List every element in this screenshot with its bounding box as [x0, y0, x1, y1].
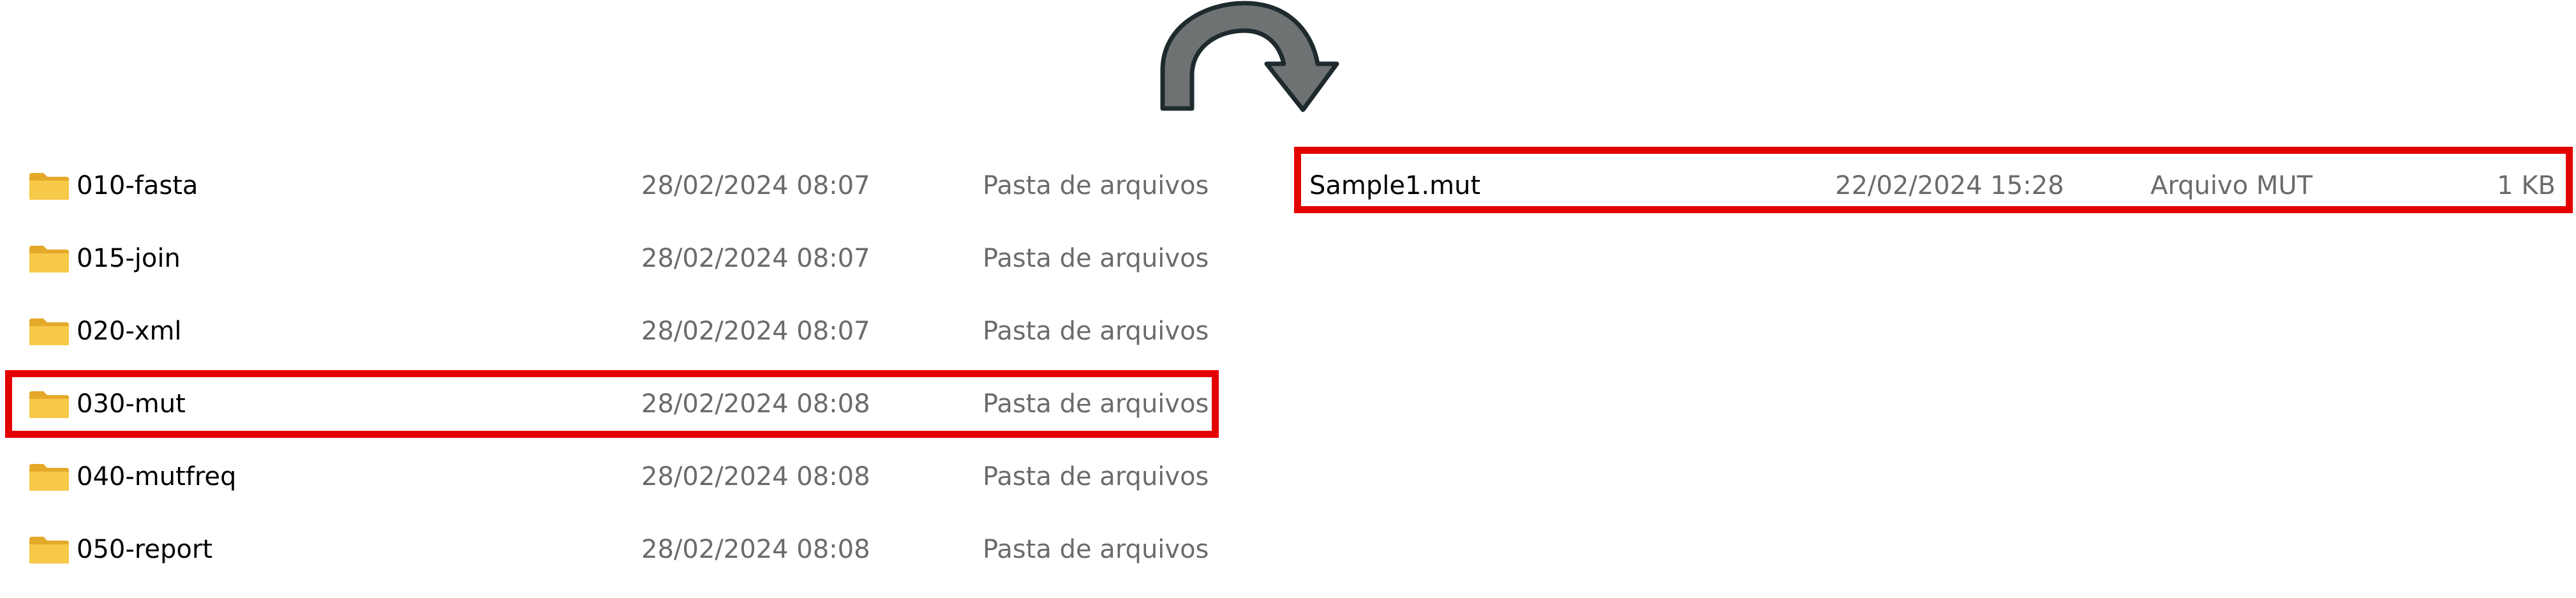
folder-type: Pasta de arquivos [983, 171, 1209, 200]
folder-icon [29, 173, 69, 200]
folder-type: Pasta de arquivos [983, 317, 1209, 346]
file-name: Sample1.mut [1309, 171, 1481, 200]
folder-icon [29, 318, 69, 345]
folder-icon [29, 464, 69, 491]
folder-name: 050-report [77, 535, 212, 564]
list-item[interactable]: 020-xml 28/02/2024 08:07 Pasta de arquiv… [0, 296, 1225, 366]
file-date: 22/02/2024 15:28 [1835, 171, 2064, 200]
folder-date: 28/02/2024 08:08 [641, 535, 870, 564]
folder-date: 28/02/2024 08:08 [641, 389, 870, 419]
folder-name: 030-mut [77, 389, 186, 419]
folder-icon [29, 391, 69, 418]
list-item[interactable]: 030-mut 28/02/2024 08:08 Pasta de arquiv… [0, 369, 1225, 439]
highlight-box-file [1294, 147, 2573, 213]
folder-type: Pasta de arquivos [983, 389, 1209, 419]
file-size: 1 KB [2497, 171, 2556, 200]
list-item[interactable]: Sample1.mut 22/02/2024 15:28 Arquivo MUT… [1294, 151, 2573, 221]
folder-name: 020-xml [77, 317, 182, 346]
curved-arrow-icon [1160, 1, 1339, 112]
folder-date: 28/02/2024 08:07 [641, 171, 870, 200]
folder-date: 28/02/2024 08:07 [641, 317, 870, 346]
folder-date: 28/02/2024 08:07 [641, 244, 870, 273]
folder-icon [29, 537, 69, 564]
file-type: Arquivo MUT [2150, 171, 2313, 200]
folder-type: Pasta de arquivos [983, 244, 1209, 273]
folder-type: Pasta de arquivos [983, 462, 1209, 491]
list-item[interactable]: 040-mutfreq 28/02/2024 08:08 Pasta de ar… [0, 442, 1225, 512]
folder-name: 010-fasta [77, 171, 198, 200]
list-item[interactable]: 010-fasta 28/02/2024 08:07 Pasta de arqu… [0, 151, 1225, 221]
folder-date: 28/02/2024 08:08 [641, 462, 870, 491]
highlight-box-folder [5, 370, 1219, 438]
list-item[interactable]: 015-join 28/02/2024 08:07 Pasta de arqui… [0, 223, 1225, 294]
folder-name: 040-mutfreq [77, 462, 237, 491]
folder-type: Pasta de arquivos [983, 535, 1209, 564]
list-item[interactable]: 050-report 28/02/2024 08:08 Pasta de arq… [0, 514, 1225, 585]
folder-icon [29, 246, 69, 273]
folder-name: 015-join [77, 244, 181, 273]
